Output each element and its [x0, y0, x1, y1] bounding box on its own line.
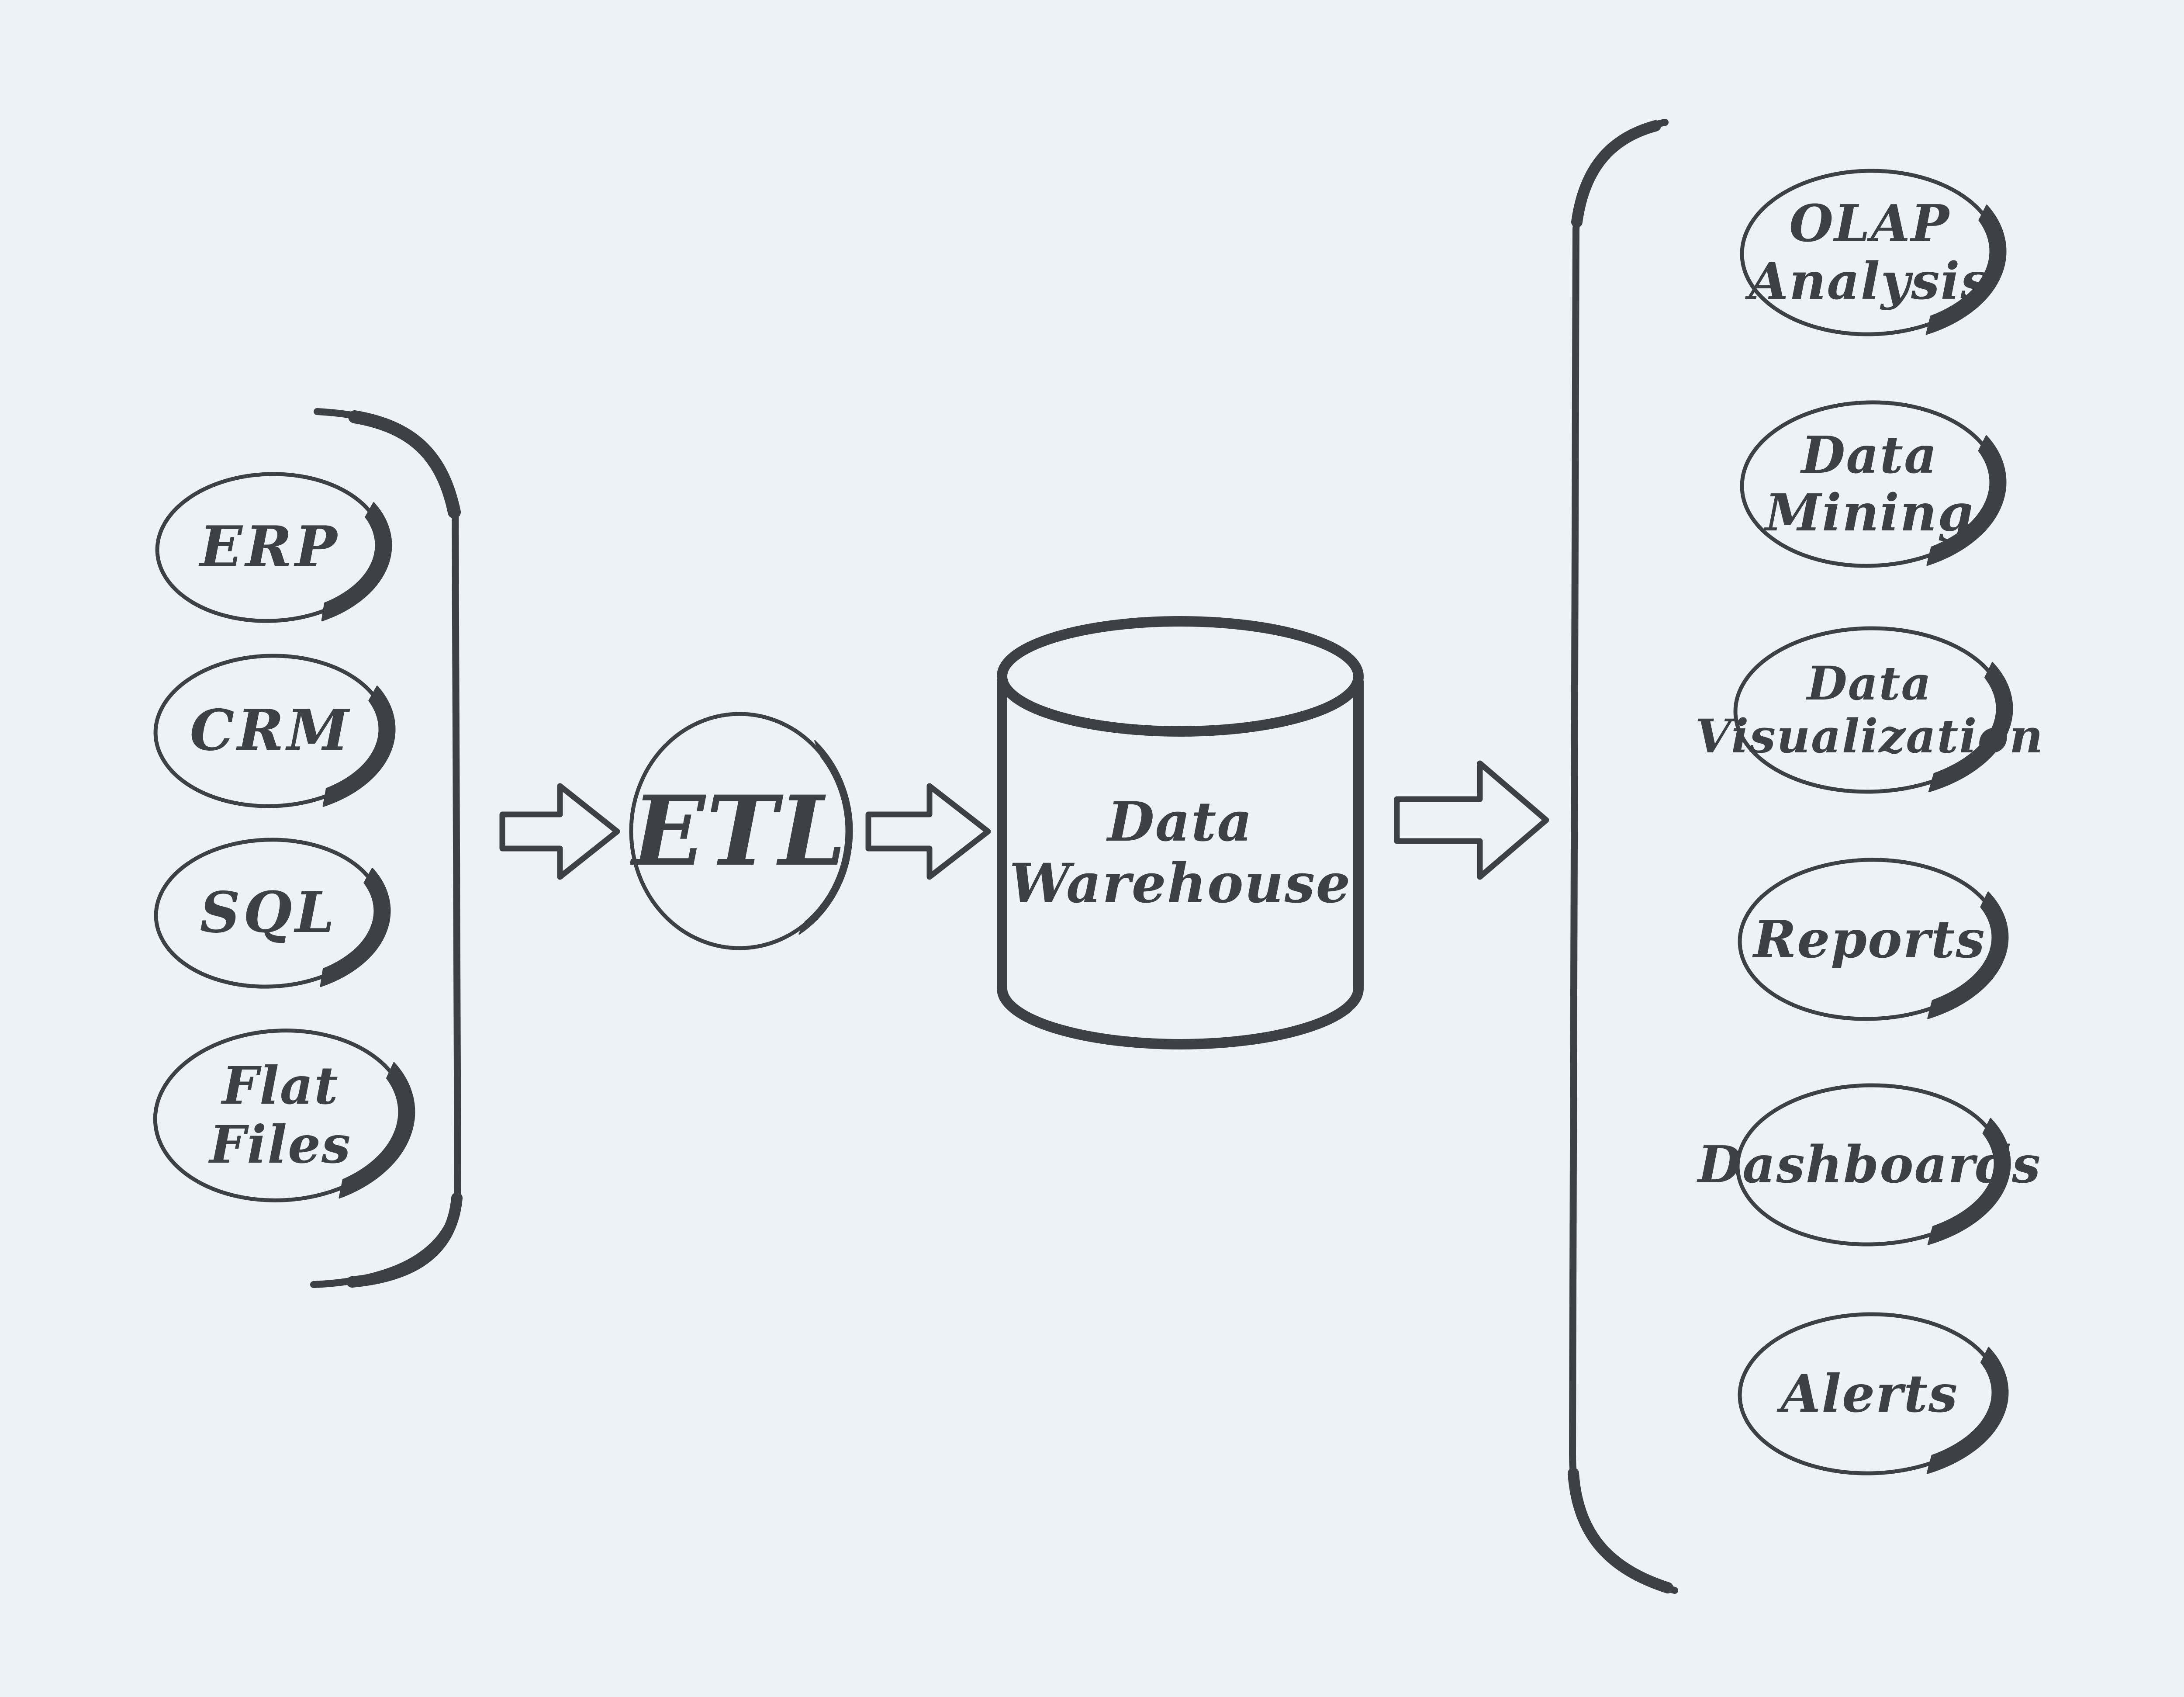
brush-swash — [1925, 204, 2007, 335]
cylinder-top — [997, 616, 1364, 737]
output-node-olap-analysis-shape — [1740, 169, 2007, 336]
label-line: Flat — [222, 1055, 339, 1116]
output-node-alerts-shape — [1738, 1312, 2009, 1475]
etl-label: ETL — [631, 714, 848, 948]
arrow-right-icon — [1394, 760, 1549, 880]
label-line: SQL — [200, 880, 338, 946]
source-node-sql-shape — [154, 838, 391, 989]
database-cylinder-icon — [997, 616, 1364, 1049]
brush-swash — [339, 1062, 415, 1199]
brush-swash — [1928, 662, 2013, 793]
label-line: Dashboards — [1697, 1135, 2042, 1195]
brush-swash — [798, 740, 853, 935]
bracket-stroke — [1569, 119, 1678, 1594]
brush-swash — [1927, 891, 2009, 1019]
output-label-dashboards: Dashboards — [1698, 1085, 2041, 1244]
source-label-sql: SQL — [156, 840, 381, 987]
label-line: Data — [1801, 425, 1938, 485]
label-line: ERP — [200, 514, 340, 580]
source-node-crm-shape — [153, 654, 396, 808]
label-line: Reports — [1753, 908, 1986, 970]
brush-swash — [1926, 435, 2007, 566]
output-node-data-visualization-shape — [1733, 626, 2013, 794]
output-node-data-mining-shape — [1740, 400, 2007, 568]
brush-swash — [322, 686, 396, 807]
label-line: Alerts — [1780, 1363, 1959, 1424]
brush-swash — [320, 868, 391, 987]
output-label-data-mining: Data Mining — [1742, 402, 1997, 566]
source-label-flat-files: Flat Files — [155, 1031, 406, 1200]
label-line: Warehouse — [1009, 852, 1351, 915]
source-label-erp: ERP — [157, 474, 383, 621]
label-line: Data — [1107, 790, 1253, 854]
brush-swash — [321, 502, 392, 622]
bracket-brush-bottom — [1568, 1468, 1673, 1593]
output-label-alerts: Alerts — [1740, 1314, 1999, 1473]
output-node-reports-shape — [1738, 858, 2009, 1021]
label-line: Mining — [1765, 483, 1974, 543]
etl-node-shape — [629, 712, 853, 950]
label-line: Data — [1807, 656, 1932, 711]
grouping-bracket-left — [310, 408, 463, 1288]
label-line: OLAP — [1789, 194, 1950, 253]
brush-swash — [1927, 1118, 2011, 1245]
label-line: Visualization — [1695, 709, 2044, 763]
label-line: ETL — [632, 774, 847, 887]
label-line: Analysis — [1749, 252, 1990, 311]
grouping-bracket-right — [1568, 119, 1678, 1594]
bracket-brush-bottom — [346, 1192, 463, 1288]
label-line: Files — [209, 1114, 352, 1175]
output-label-reports: Reports — [1740, 860, 1999, 1019]
cylinder-body — [997, 676, 1364, 1049]
bracket-brush-top — [1571, 120, 1661, 228]
source-label-crm: CRM — [156, 656, 386, 806]
output-label-data-visualization: Data Visualization — [1695, 628, 2043, 792]
arrow-right-icon — [499, 783, 620, 880]
data-warehouse-label: Data Warehouse — [1001, 748, 1359, 958]
source-node-erp-shape — [155, 472, 392, 623]
output-node-dashboards-shape — [1735, 1083, 2011, 1247]
arrow-right-icon — [865, 783, 991, 880]
source-node-flat-files-shape — [153, 1029, 415, 1202]
bracket-brush-top — [348, 410, 461, 519]
brush-swash — [1926, 1347, 2009, 1474]
label-line: CRM — [190, 698, 352, 764]
output-label-olap-analysis: OLAP Analysis — [1742, 171, 1997, 334]
